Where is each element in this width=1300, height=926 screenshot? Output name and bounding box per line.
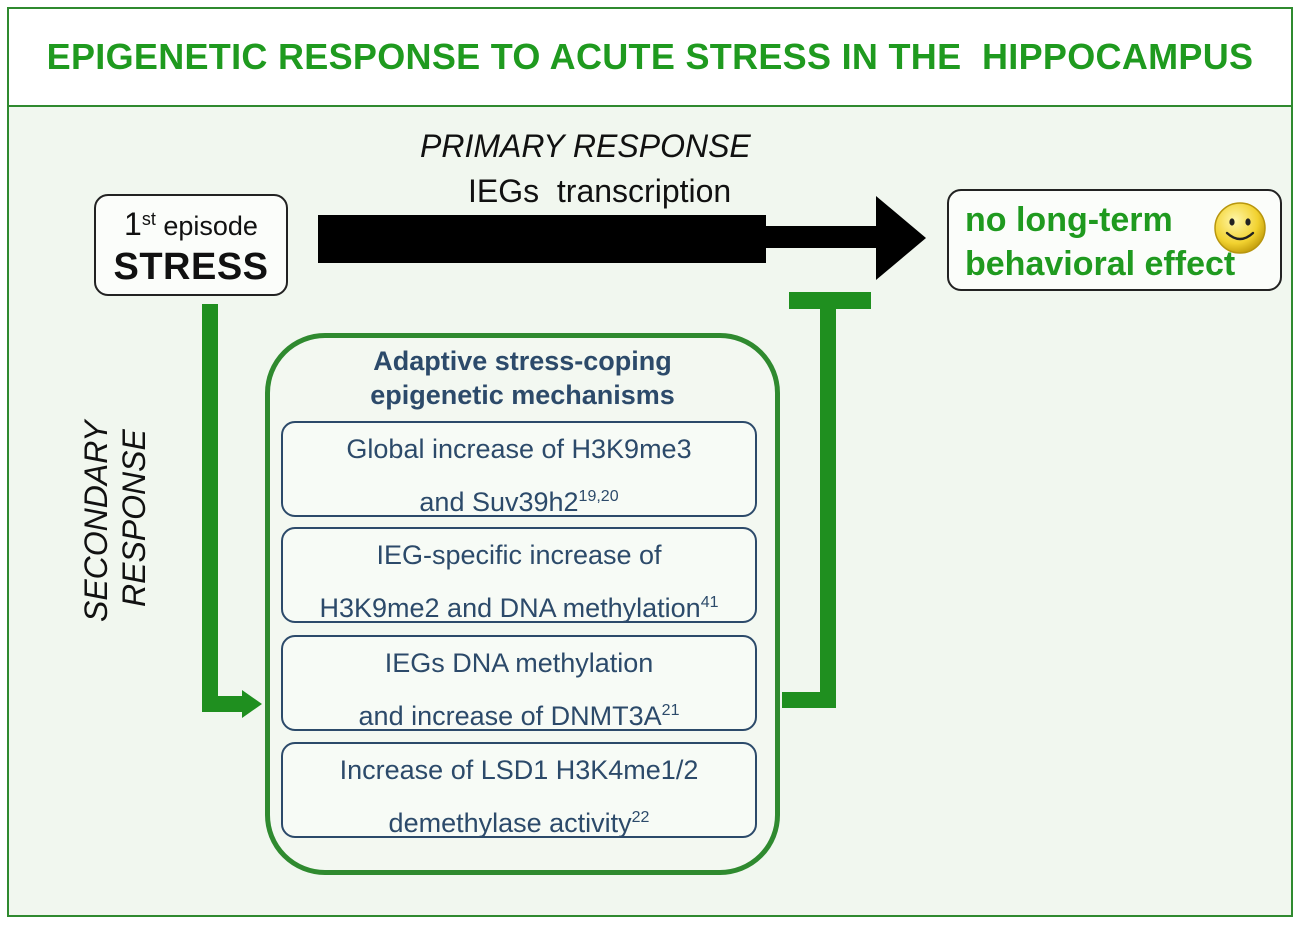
mechanism-line-2: and increase of DNMT3A21	[283, 690, 755, 743]
mechanism-line-2: and Suv39h219,20	[283, 476, 755, 529]
mechanism-text: H3K9me2 and DNA methylation	[319, 593, 701, 623]
episode-ordinal: st	[141, 209, 156, 229]
primary-arrow-shaft-thick	[318, 215, 766, 263]
mechanism-line-2: H3K9me2 and DNA methylation41	[283, 582, 755, 635]
primary-arrow-shaft-thin	[760, 226, 880, 248]
mechanism-ref: 41	[700, 594, 719, 611]
mechanism-item: IEG-specific increase of H3K9me2 and DNA…	[281, 527, 757, 623]
episode-line: 1st episode	[96, 206, 286, 243]
secondary-arrow-vertical	[202, 304, 218, 712]
title-bar: EPIGENETIC RESPONSE TO ACUTE STRESS IN T…	[9, 9, 1291, 107]
episode-number: 1	[124, 206, 142, 242]
inhibition-cap	[789, 292, 871, 309]
mechanisms-title: Adaptive stress-coping epigenetic mechan…	[265, 344, 780, 412]
stress-box: 1st episode STRESS	[94, 194, 288, 296]
mechanism-line-1: IEG-specific increase of	[376, 540, 662, 570]
mechanism-ref: 19,20	[578, 488, 619, 505]
mechanism-line-2: demethylase activity22	[283, 797, 755, 850]
mechanisms-title-line-2: epigenetic mechanisms	[370, 380, 675, 410]
secondary-line-1: SECONDARY	[78, 420, 114, 622]
mechanism-line-1: Increase of LSD1 H3K4me1/2	[339, 755, 699, 785]
stress-word: STRESS	[113, 246, 269, 288]
secondary-line-2: RESPONSE	[116, 429, 152, 607]
mechanism-item: Increase of LSD1 H3K4me1/2 demethylase a…	[281, 742, 757, 838]
outcome-line-2: behavioral effect	[965, 245, 1236, 283]
secondary-response-label: SECONDARY RESPONSE	[60, 400, 152, 622]
mechanism-ref: 21	[661, 702, 680, 719]
diagram-title: EPIGENETIC RESPONSE TO ACUTE STRESS IN T…	[46, 36, 1254, 77]
inhibition-vertical	[820, 300, 836, 708]
mechanism-item: Global increase of H3K9me3 and Suv39h219…	[281, 421, 757, 517]
primary-response-label: PRIMARY RESPONSE	[420, 128, 751, 164]
primary-response-sub: IEGs transcription	[468, 173, 732, 209]
mechanism-text: and increase of DNMT3A	[358, 701, 662, 731]
mechanism-item: IEGs DNA methylation and increase of DNM…	[281, 635, 757, 731]
episode-word: episode	[163, 211, 258, 241]
mechanism-text: demethylase activity	[388, 808, 632, 838]
mechanism-text: and Suv39h2	[419, 487, 579, 517]
mechanism-line-1: IEGs DNA methylation	[384, 648, 654, 678]
outcome-line-1: no long-term	[965, 201, 1173, 239]
mechanism-ref: 22	[631, 809, 650, 826]
secondary-arrow-horizontal	[202, 696, 244, 712]
mechanisms-title-line-1: Adaptive stress-coping	[373, 346, 672, 376]
secondary-arrow-head	[242, 690, 262, 718]
smiley-icon	[1214, 202, 1266, 254]
mechanism-line-1: Global increase of H3K9me3	[346, 434, 692, 464]
primary-arrow-head	[876, 196, 926, 280]
